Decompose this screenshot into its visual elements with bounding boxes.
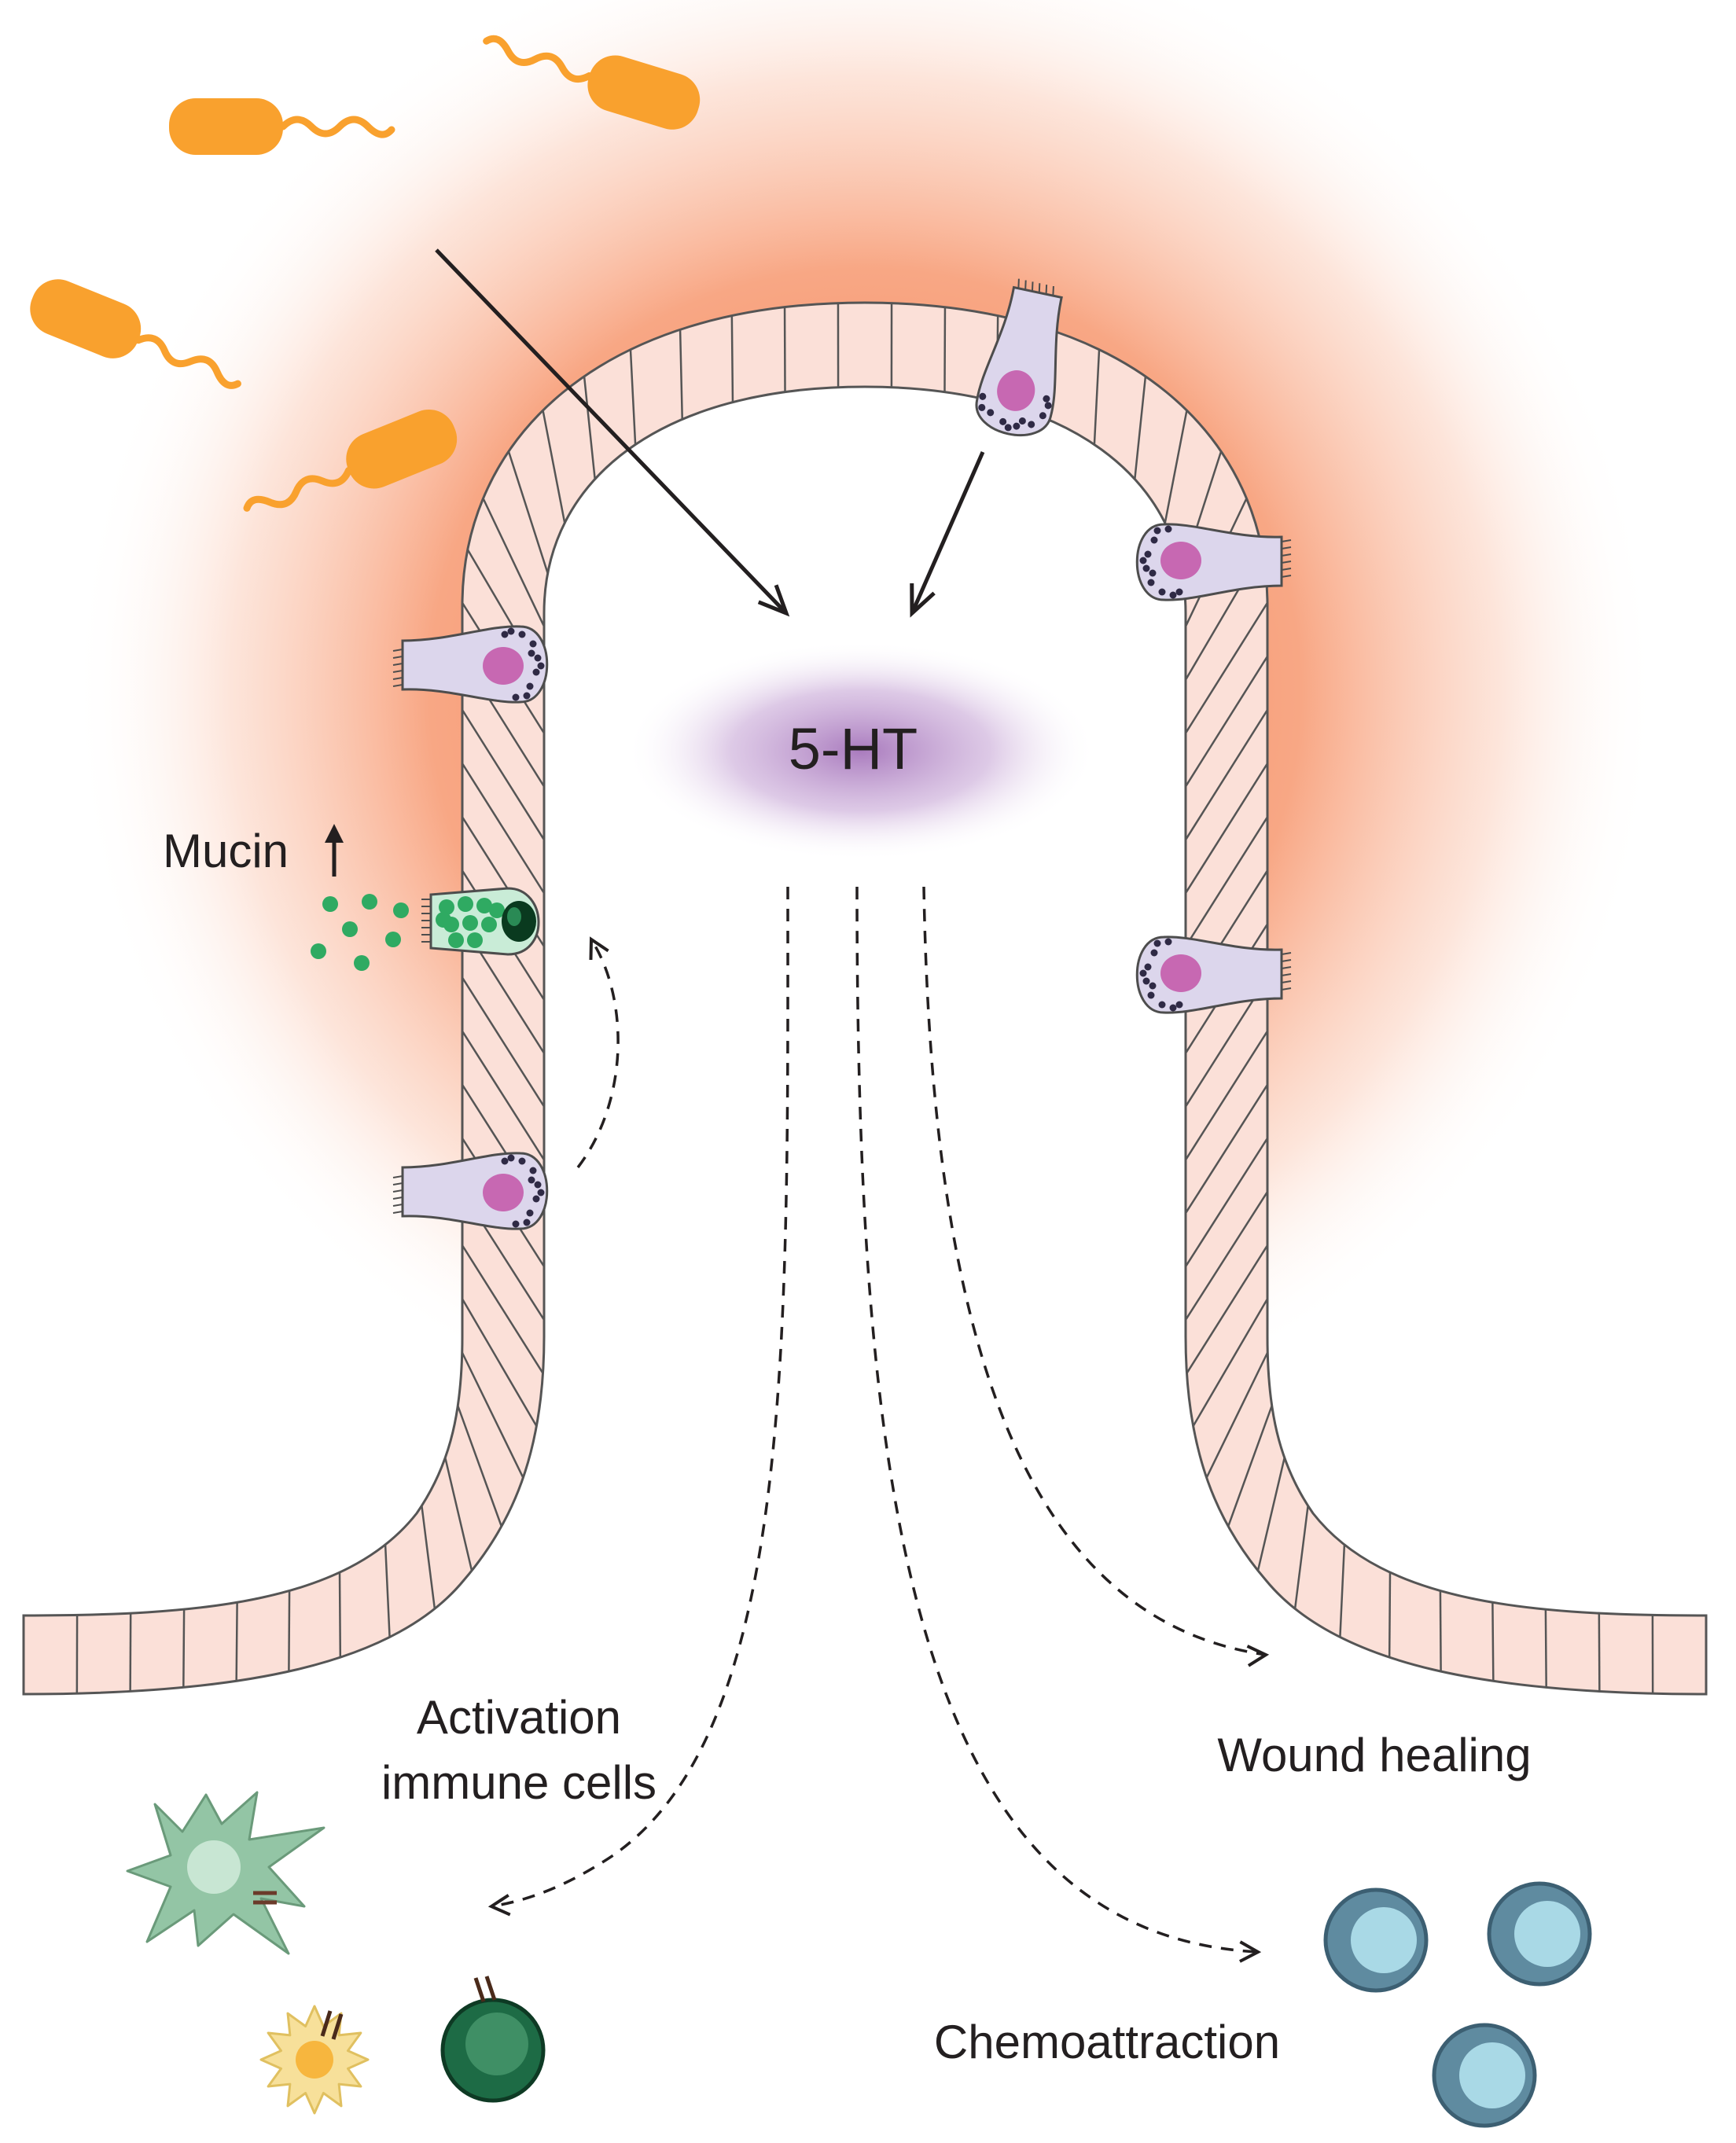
neutrophil-icon: [1487, 1881, 1592, 1987]
bacterium-icon: [243, 409, 458, 512]
bacteria-group: [30, 35, 701, 512]
activation-label-line2: immune cells: [381, 1756, 657, 1809]
bacterium-icon: [30, 279, 241, 389]
chemoattraction-label: Chemoattraction: [934, 2016, 1280, 2068]
activation-label-line1: Activation: [417, 1691, 621, 1744]
mucin-label: Mucin: [163, 825, 289, 877]
chemoattraction-dashed-arrow: [855, 886, 1259, 1954]
mast-cell-icon: [259, 2005, 370, 2115]
neutrophil-icon: [1323, 1888, 1429, 1993]
ec-to-serotonin-arrow: [910, 450, 985, 615]
enterochromaffin-cell-icon: [975, 278, 1063, 436]
mucin-granules: [311, 824, 409, 971]
bacterium-icon: [483, 35, 701, 130]
arrows: [435, 248, 1270, 1963]
enterochromaffin-cell-icon: [392, 1152, 549, 1230]
ec-to-goblet-dashed-arrow: [576, 939, 620, 1169]
immune-cells: [126, 1791, 1592, 2128]
activation-dashed-arrow: [491, 886, 789, 1908]
enterochromaffin-cell-icon: [1135, 935, 1292, 1014]
bacterium-icon: [169, 98, 395, 155]
neutrophil-icon: [1432, 2023, 1537, 2128]
dendritic-cell-icon: [126, 1791, 326, 1955]
wound-healing-label: Wound healing: [1217, 1729, 1531, 1781]
serotonin-cloud: [625, 641, 1097, 861]
enterochromaffin-cell-icon: [392, 625, 549, 704]
enterochromaffin-cells: [392, 278, 1292, 1230]
lymphocyte-icon: [440, 1976, 546, 2103]
epithelium: [22, 301, 1708, 1696]
goblet-cell-icon: [421, 887, 540, 956]
serotonin-label: 5-HT: [789, 716, 918, 781]
enterochromaffin-cell-icon: [1135, 523, 1292, 601]
bacteria-to-serotonin-arrow: [435, 248, 788, 615]
